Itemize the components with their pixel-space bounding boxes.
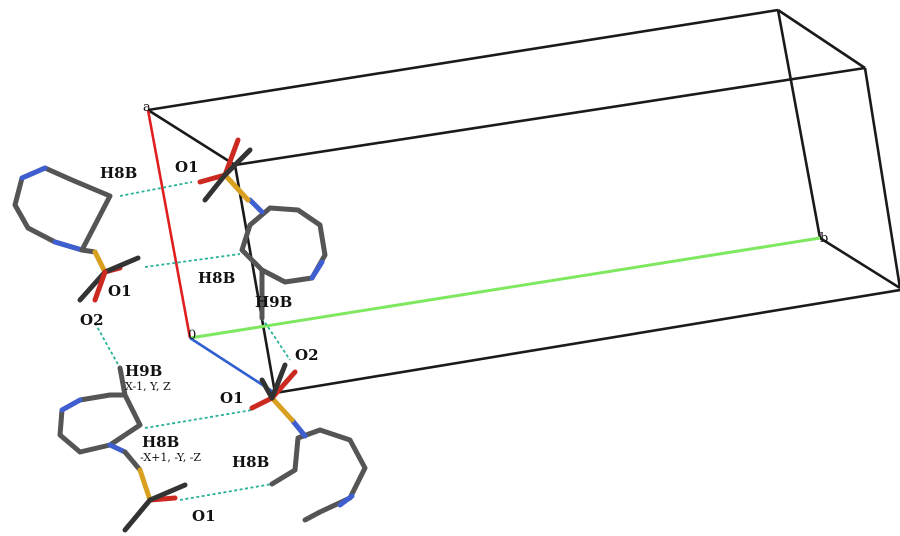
sulfur-bond bbox=[269, 395, 295, 423]
ring-bonds bbox=[12, 165, 113, 253]
hbond-o2-h9b bbox=[94, 322, 121, 369]
oxygen-bond bbox=[222, 137, 241, 178]
atom-label-o1: O1 bbox=[175, 158, 199, 176]
nitrogen-bond bbox=[19, 165, 48, 181]
ring-bonds bbox=[57, 365, 143, 455]
cell-edge bbox=[147, 8, 779, 112]
pyrimidine-ring-4 bbox=[269, 417, 368, 523]
cell-edge bbox=[777, 8, 866, 70]
atom-label-h8b: H8B bbox=[198, 269, 235, 287]
methyl-bond bbox=[147, 482, 188, 503]
symmetry-label-2: -X+1, -Y, -Z bbox=[140, 451, 201, 464]
cell-edge bbox=[234, 66, 866, 167]
atom-label-h8b: H8B bbox=[142, 433, 179, 451]
a-axis bbox=[146, 109, 192, 339]
cell-edge bbox=[819, 236, 900, 290]
methyl-bond bbox=[102, 255, 141, 275]
methyl-bond bbox=[202, 172, 228, 203]
hbond-o1-h8b bbox=[144, 253, 241, 268]
sulfonyl-group-3 bbox=[122, 467, 188, 533]
hbond-h8b-o1 bbox=[119, 181, 193, 197]
cell-edge bbox=[233, 164, 277, 394]
atom-label-h9b: H9B bbox=[255, 293, 292, 311]
ring-bonds bbox=[269, 427, 368, 523]
sulfonyl-group-2 bbox=[197, 137, 253, 203]
pyrimidine-ring-2 bbox=[239, 197, 328, 321]
cell-edge bbox=[147, 108, 236, 167]
atom-label-o2: O2 bbox=[80, 311, 104, 329]
unit-cell bbox=[147, 8, 900, 395]
axis-label-a: a bbox=[143, 100, 151, 115]
nitrogen-bond bbox=[337, 493, 355, 508]
b-axis bbox=[189, 236, 821, 340]
c-axis bbox=[189, 336, 276, 395]
pyrimidine-ring-3 bbox=[57, 365, 143, 473]
hbond-h9b-o2 bbox=[261, 317, 291, 361]
atom-label-h8b: H8B bbox=[100, 164, 137, 182]
nitrogen-bond bbox=[107, 442, 128, 455]
pyrimidine-ring-1 bbox=[12, 165, 113, 255]
methyl-bond bbox=[222, 147, 253, 178]
atom-label-h8b: H8B bbox=[232, 453, 269, 471]
nitrogen-bond bbox=[289, 417, 308, 439]
cell-edge bbox=[274, 288, 900, 395]
nitrogen-bond bbox=[59, 397, 83, 413]
methyl-bond bbox=[259, 377, 275, 401]
origin-label: 0 bbox=[188, 328, 196, 343]
ring-bonds bbox=[239, 205, 328, 285]
sulfur-bond bbox=[137, 467, 153, 503]
oxygen-bond bbox=[92, 269, 108, 303]
nitrogen-bond bbox=[309, 259, 325, 281]
hydrogen-bonds bbox=[94, 181, 291, 501]
atom-label-o1: O1 bbox=[108, 282, 132, 300]
symmetry-label-1: X-1, Y, Z bbox=[125, 380, 171, 393]
oxygen-bond bbox=[249, 395, 275, 411]
sulfonyl-group-4 bbox=[249, 362, 298, 423]
atom-label-o2: O2 bbox=[295, 346, 319, 364]
ring-bond bbox=[122, 449, 143, 473]
oxygen-bond bbox=[197, 172, 228, 185]
methyl-bond bbox=[269, 362, 288, 401]
nitrogen-bond bbox=[247, 197, 265, 215]
axis-label-b: b bbox=[820, 231, 828, 246]
methyl-bond bbox=[122, 497, 153, 533]
cell-edge bbox=[776, 9, 822, 239]
atom-label-o1: O1 bbox=[220, 389, 244, 407]
nitrogen-bond bbox=[52, 239, 85, 253]
sulfonyl-group-1 bbox=[77, 249, 141, 303]
hbond-o1-h8b-lower bbox=[179, 483, 273, 501]
atom-label-h9b: H9B bbox=[125, 362, 162, 380]
atom-label-o1: O1 bbox=[192, 507, 216, 525]
sulfur-bond bbox=[222, 172, 251, 203]
hbond-h8b-o1-lower bbox=[144, 409, 253, 429]
cell-edge bbox=[863, 67, 900, 289]
sulfur-bond bbox=[92, 249, 108, 275]
